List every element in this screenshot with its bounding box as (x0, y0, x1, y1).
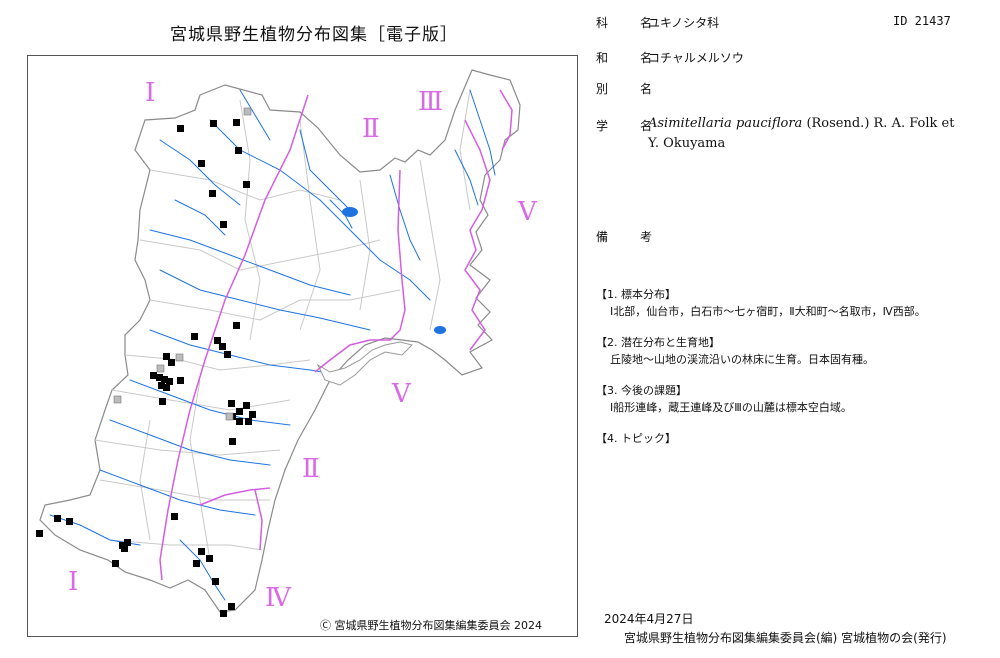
region-label: Ⅳ (265, 583, 292, 613)
specimen-record (177, 125, 184, 132)
specimen-record (159, 398, 166, 405)
specimen-record (171, 513, 178, 520)
specimen-record (212, 578, 219, 585)
specimen-record-unconfirmed (225, 412, 234, 421)
lake (342, 207, 358, 217)
note-heading: 【3. 今後の課題】 (596, 384, 687, 397)
japanese-name-label: 和 名 (596, 51, 663, 65)
region-boundaries (159, 89, 513, 581)
specimen-record (163, 353, 170, 360)
family-value: ユキノシタ科 (648, 16, 720, 30)
family-label: 科 名 (596, 16, 663, 30)
specimen-record (224, 351, 231, 358)
specimen-record (193, 560, 200, 567)
prefecture-outline (39, 69, 521, 613)
specimen-record (54, 515, 61, 522)
specimen-records (36, 107, 256, 617)
specimen-record (236, 408, 243, 415)
region-labels: Ⅰ Ⅱ Ⅲ Ⅴ Ⅴ Ⅱ Ⅰ Ⅳ (68, 78, 538, 613)
region-label: Ⅰ (68, 567, 78, 597)
specimen-record (177, 377, 184, 384)
note-body: Ⅰ北部，仙台市，白石市～七ヶ宿町，Ⅱ大和町～名取市，Ⅳ西部。 (610, 305, 926, 318)
bay-coastline (316, 341, 413, 386)
copyright: Ⓒ 宮城県野生植物分布図集編集委員会 2024 (320, 619, 542, 632)
specimen-record (156, 374, 163, 381)
specimen-record (243, 402, 250, 409)
specimen-record (161, 376, 168, 383)
scientific-binomial: Asimitellaria pauciflora (648, 116, 803, 131)
specimen-record (158, 382, 165, 389)
specimen-record (243, 181, 250, 188)
specimen-record (249, 411, 256, 418)
region-label: Ⅲ (418, 87, 443, 117)
remarks-label: 備 考 (596, 230, 663, 244)
specimen-record (112, 560, 119, 567)
publication-date: 2024年4月27日 (604, 612, 694, 626)
scientific-name-value: Asimitellaria pauciflora (Rosend.) R. A.… (648, 114, 958, 154)
alias-label: 別 名 (596, 82, 663, 96)
note-heading: 【2. 潜在分布と生育地】 (596, 336, 720, 349)
publisher-line: 宮城県野生植物分布図集編集委員会(編) 宮城植物の会(発行) (624, 631, 947, 645)
specimen-record-unconfirmed (156, 364, 165, 373)
specimen-record (166, 378, 173, 385)
specimen-record-unconfirmed (175, 353, 184, 362)
specimen-record (236, 418, 243, 425)
specimen-record (36, 530, 43, 537)
specimen-record (220, 610, 227, 617)
specimen-record (163, 384, 170, 391)
specimen-record (235, 147, 242, 154)
region-label: Ⅴ (391, 379, 412, 409)
specimen-record (168, 359, 175, 366)
specimen-record (245, 418, 252, 425)
specimen-record (150, 372, 157, 379)
specimen-record (228, 603, 235, 610)
specimen-record (220, 221, 227, 228)
region-label: Ⅰ (145, 78, 155, 108)
region-label: Ⅴ (517, 197, 538, 227)
notes: 【1. 標本分布】 Ⅰ北部，仙台市，白石市～七ヶ宿町，Ⅱ大和町～名取市，Ⅳ西部。… (596, 286, 926, 461)
specimen-record (210, 120, 217, 127)
note-body: Ⅰ船形連峰，蔵王連峰及びⅢの山麓は標本空白域。 (610, 401, 852, 414)
specimen-record (198, 160, 205, 167)
note-heading: 【4. トピック】 (596, 432, 676, 445)
region-label: Ⅱ (302, 454, 320, 484)
specimen-record (229, 438, 236, 445)
specimen-record (198, 548, 205, 555)
specimen-record-unconfirmed (113, 395, 122, 404)
species-id: ID 21437 (893, 14, 951, 28)
lake (434, 326, 446, 334)
map-frame (27, 55, 578, 637)
map-title: 宮城県野生植物分布図集［電子版］ (170, 25, 458, 45)
specimen-record (209, 190, 216, 197)
japanese-name-value: コチャルメルソウ (648, 51, 744, 65)
region-label: Ⅱ (362, 114, 380, 144)
scientific-name-label: 学 名 (596, 119, 663, 133)
specimen-record (233, 322, 240, 329)
specimen-record (206, 555, 213, 562)
distribution-map: Ⅰ Ⅱ Ⅲ Ⅴ Ⅴ Ⅱ Ⅰ Ⅳ (36, 69, 538, 617)
specimen-record (66, 518, 73, 525)
specimen-record (121, 545, 128, 552)
specimen-record (214, 337, 221, 344)
river-network (49, 89, 496, 601)
specimen-record-unconfirmed (243, 107, 252, 116)
note-body: 丘陵地～山地の渓流沿いの林床に生育。日本固有種。 (610, 353, 874, 366)
note-heading: 【1. 標本分布】 (596, 288, 676, 301)
specimen-record (191, 333, 198, 340)
specimen-record (228, 400, 235, 407)
specimen-record (124, 539, 131, 546)
scientific-authors: (Rosend.) R. A. Folk et Y. Okuyama (648, 116, 955, 151)
specimen-record (233, 119, 240, 126)
specimen-record (219, 343, 226, 350)
